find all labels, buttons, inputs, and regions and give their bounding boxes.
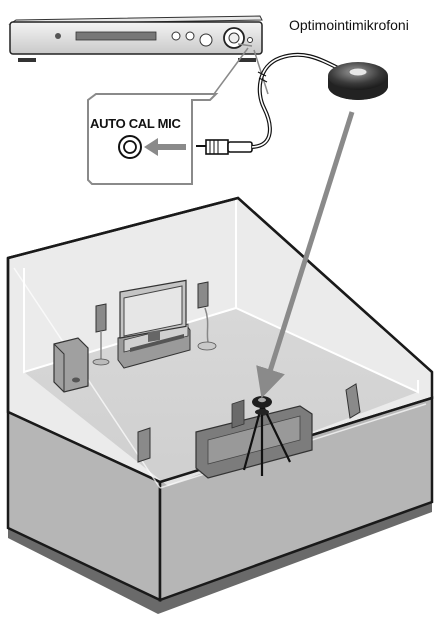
mic-plug [196,140,252,154]
microphone-label: Optimointimikrofoni [289,17,409,33]
subwoofer [54,338,88,392]
auto-cal-mic-label: AUTO CAL MIC [90,116,181,131]
auto-cal-mic-callout: AUTO CAL MIC [88,94,216,184]
av-receiver [10,16,262,62]
calibration-microphone [328,62,388,100]
speaker-surround-left [138,428,150,462]
room [8,198,432,614]
